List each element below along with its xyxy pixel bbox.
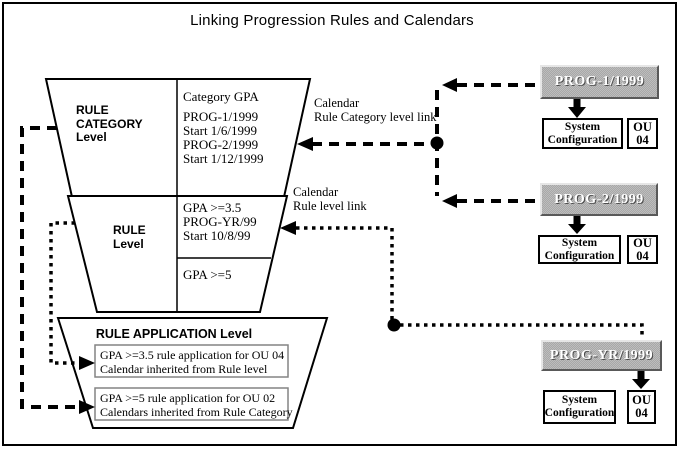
page-border	[2, 2, 677, 446]
arrow-from-prog2	[442, 194, 457, 208]
ou-box-2: OU 04	[627, 235, 658, 264]
arrow-from-prog1	[442, 78, 457, 92]
arrow-into-app-box1	[79, 356, 95, 370]
ou-box-3: OU 04	[627, 390, 656, 424]
prog-2-box: PROG-2/1999	[540, 183, 658, 216]
app-box-1-text: GPA >=3.5 rule application for OU 04 Cal…	[100, 348, 285, 376]
dotted-rule-links	[49, 221, 644, 365]
arrow-into-rule-level	[280, 221, 296, 235]
dotted-link-arrowheads	[79, 221, 401, 370]
prog2-down-arrow	[568, 215, 586, 234]
calendar-category-link-label: Calendar Rule Category level link	[314, 96, 437, 124]
calendar-rule-link-label: Calendar Rule level link	[293, 185, 367, 213]
dashed-link-arrowheads	[79, 78, 457, 414]
rule-cell-2: GPA >=5	[183, 267, 232, 282]
rule-category-cell: Category GPA PROG-1/1999 Start 1/6/1999 …	[183, 89, 264, 166]
prog-1-box: PROG-1/1999	[540, 65, 659, 99]
junction-dot-category	[430, 136, 444, 150]
ou-box-1: OU 04	[627, 118, 658, 149]
junction-dot-rule	[387, 318, 401, 332]
arrow-into-category-level	[297, 137, 313, 151]
rule-category-level-label: RULE CATEGORY Level	[76, 103, 143, 144]
application-boxes	[94, 344, 289, 421]
system-configuration-box-1: System Configuration	[542, 118, 623, 149]
rule-level-label: RULE Level	[113, 223, 146, 251]
dashed-category-links	[20, 83, 540, 409]
prog-yr-box: PROG-YR/1999	[541, 340, 662, 371]
down-arrows	[568, 98, 650, 389]
system-configuration-box-3: System Configuration	[543, 390, 616, 424]
arrow-into-app-box2	[79, 400, 95, 414]
diagram-title: Linking Progression Rules and Calendars	[190, 12, 474, 29]
rule-application-title: RULE APPLICATION Level	[95, 327, 253, 341]
app-box-2-text: GPA >=5 rule application for OU 02 Calen…	[100, 391, 293, 419]
system-configuration-box-2: System Configuration	[538, 235, 621, 264]
prog1-down-arrow	[568, 98, 586, 118]
rule-cell-1: GPA >=3.5 PROG-YR/99 Start 10/8/99	[183, 200, 257, 243]
progyr-down-arrow	[632, 371, 650, 389]
